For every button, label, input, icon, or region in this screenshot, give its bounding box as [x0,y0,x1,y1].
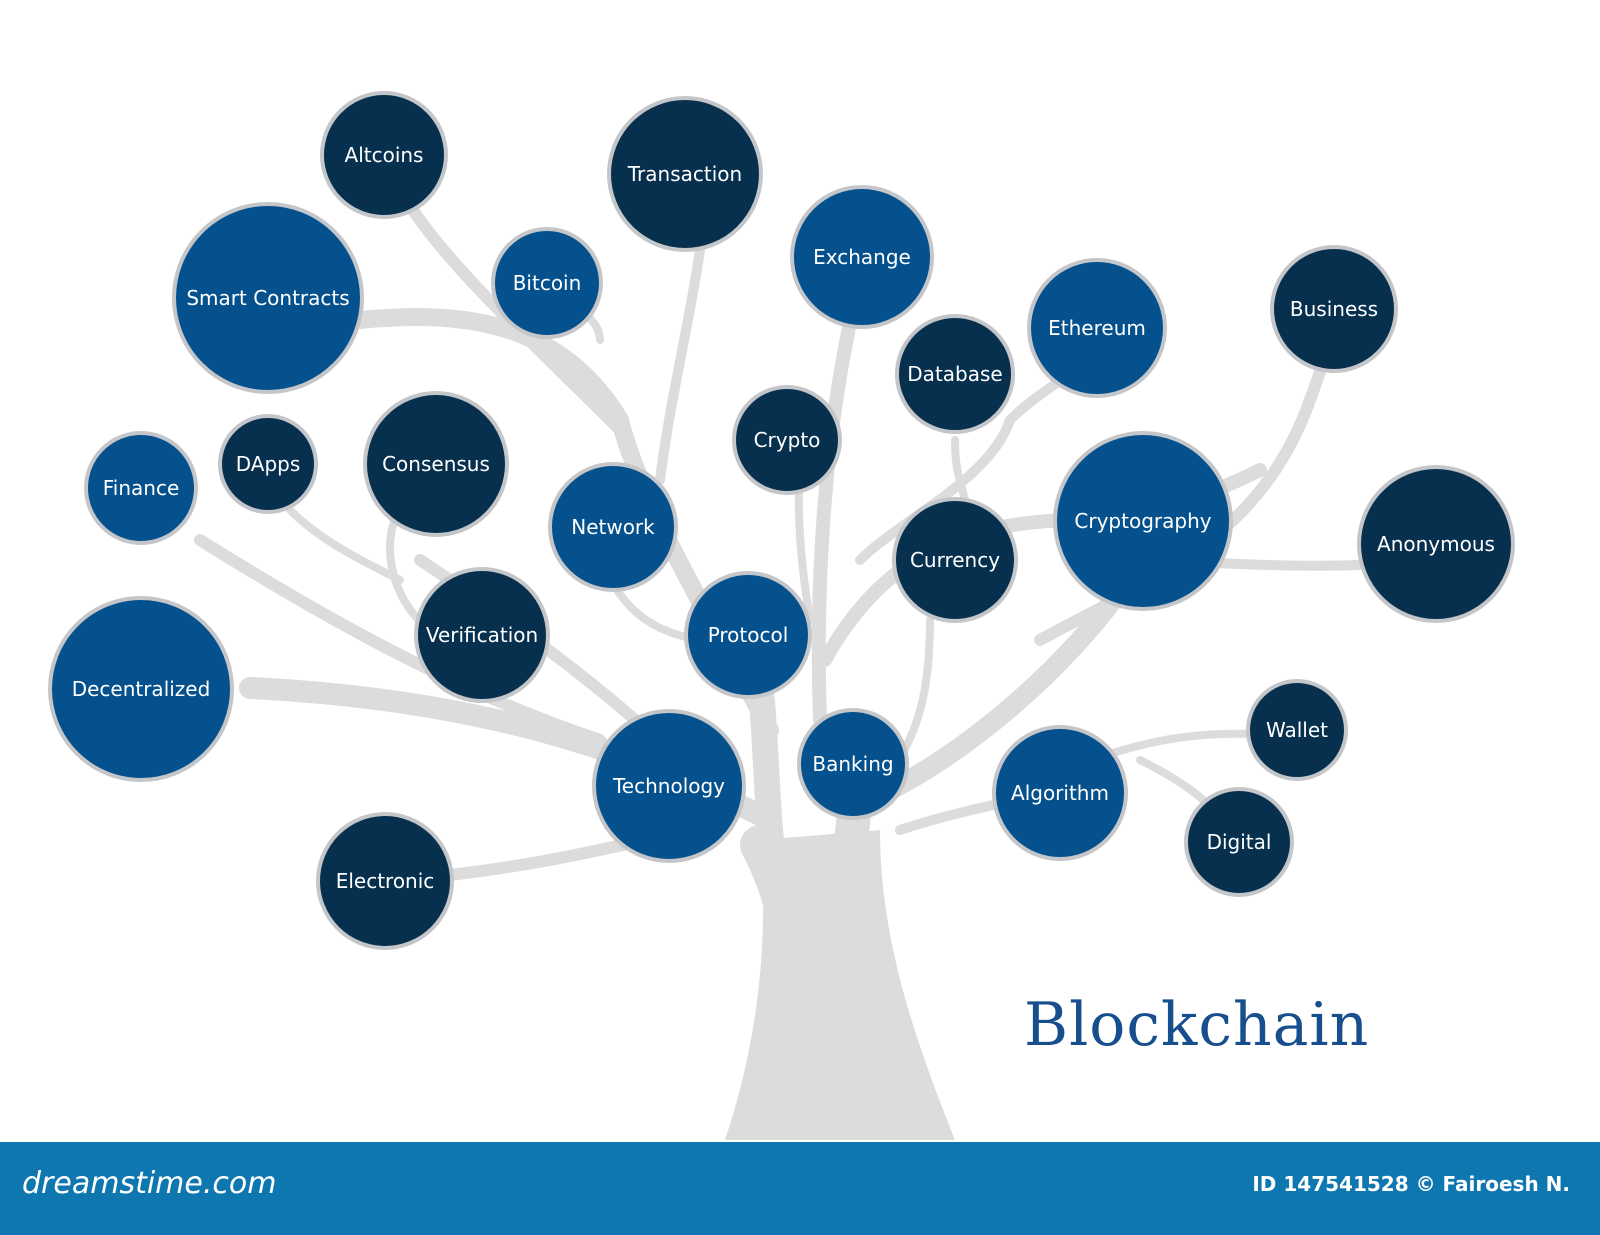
bubble-label: Finance [102,476,180,500]
diagram-title: Blockchain [1024,990,1370,1060]
bubble-exchange: Exchange [790,185,934,329]
footer-brand[interactable]: dreamstime.com [22,1166,277,1201]
bubble-label: Digital [1206,830,1272,854]
bubble-label: DApps [235,452,301,476]
bubble-label: Ethereum [1048,316,1146,340]
bubble-label: Crypto [753,428,821,452]
bubble-network: Network [548,462,678,592]
bubble-label: Database [907,362,1003,386]
bubble-label: Electronic [335,869,435,893]
bubble-crypto: Crypto [732,385,842,495]
bubble-business: Business [1270,245,1398,373]
bubble-digital: Digital [1184,787,1294,897]
footer-bar: dreamstime.com ID 147541528 © Fairoesh N… [0,1142,1600,1235]
bubble-label: Network [571,515,655,539]
bubble-verification: Verification [414,567,550,703]
bubble-electronic: Electronic [316,812,454,950]
tree-trunk [725,830,955,1140]
bubble-currency: Currency [892,497,1018,623]
bubble-consensus: Consensus [363,391,509,537]
bubble-bitcoin: Bitcoin [491,227,603,339]
bubble-label: Exchange [813,245,911,269]
bubble-label: Business [1289,297,1379,321]
bubble-algorithm: Algorithm [992,725,1128,861]
bubble-label: Consensus [382,452,490,476]
bubble-decentralized: Decentralized [48,596,234,782]
bubble-finance: Finance [84,431,198,545]
bubble-label: Verification [425,623,539,647]
tree-illustration [194,174,1425,1140]
bubble-label: Banking [812,752,894,776]
bubble-protocol: Protocol [684,571,812,699]
bubble-label: Wallet [1265,718,1328,742]
bubble-database: Database [895,314,1015,434]
bubble-smart-contracts: Smart Contracts [172,202,364,394]
bubble-banking: Banking [797,708,909,820]
bubble-wallet: Wallet [1246,679,1348,781]
bubble-label: Technology [612,774,726,798]
bubble-transaction: Transaction [607,96,763,252]
bubble-altcoins: Altcoins [320,91,448,219]
bubble-label: Decentralized [71,677,211,701]
footer-credit: ID 147541528 © Fairoesh N. [1252,1172,1570,1196]
bubble-label: Transaction [627,162,743,186]
bubble-label: Smart Contracts [186,286,350,310]
bubble-label: Altcoins [344,143,424,167]
bubble-dapps: DApps [218,414,318,514]
bubble-label: Cryptography [1074,509,1212,533]
bubble-cryptography: Cryptography [1053,431,1233,611]
bubble-technology: Technology [592,709,746,863]
bubble-ethereum: Ethereum [1027,258,1167,398]
bubble-label: Protocol [707,623,789,647]
blockchain-tree-diagram [194,174,1425,1140]
bubble-anonymous: Anonymous [1357,465,1515,623]
bubble-label: Anonymous [1377,532,1495,556]
bubble-label: Currency [909,548,1001,572]
bubble-label: Bitcoin [512,271,582,295]
bubble-label: Algorithm [1011,781,1109,805]
